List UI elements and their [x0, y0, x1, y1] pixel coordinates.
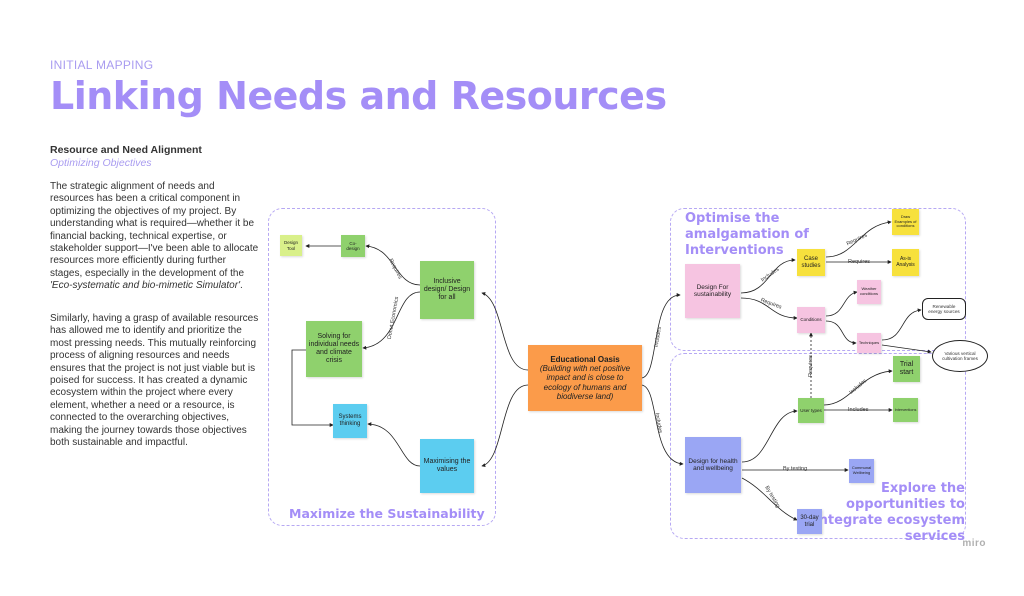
note-inclusive-design[interactable]: Inclusive design/ Design for all	[420, 261, 474, 319]
frame-ecosystem-services[interactable]	[670, 353, 966, 539]
intro-paragraph-1: The strategic alignment of needs and res…	[50, 181, 259, 292]
frame-label-left: Maximize the Sustainability	[289, 506, 485, 521]
frame-label-top-right: Optimise the amalgamation of Interventio…	[685, 211, 809, 258]
link-label-by-testing-communal: By testing	[783, 466, 808, 472]
note-design-tool[interactable]: Design Tool	[280, 235, 302, 256]
note-systems-thinking[interactable]: Systems thinking	[333, 404, 367, 438]
note-design-for-health[interactable]: Design for health and wellbeing	[685, 437, 741, 493]
note-user-types[interactable]: User types	[798, 398, 824, 423]
note-maximising-values[interactable]: Maximising the values	[420, 439, 474, 493]
note-conditions[interactable]: Conditions	[797, 307, 825, 333]
section-subheading: Optimizing Objectives	[50, 157, 152, 169]
link-label-requires-dashed: Requires	[808, 354, 815, 378]
center-note-educational-oasis[interactable]: Educational Oasis (Building with net pos…	[528, 345, 642, 411]
intro-paragraph-2: Similarly, having a grasp of available r…	[50, 313, 259, 449]
link-label-includes-intervention: Includes	[848, 407, 869, 413]
note-trial-start[interactable]: Trial start	[893, 356, 920, 382]
center-note-title: Educational Oasis	[550, 355, 620, 365]
note-interventions[interactable]: Interventions	[893, 398, 918, 422]
note-co-design[interactable]: Co-design	[341, 235, 365, 257]
link-label-requires-asis: Requires	[848, 259, 871, 265]
eyebrow-label: INITIAL MAPPING	[50, 58, 154, 72]
page-title: Linking Needs and Resources	[50, 74, 667, 118]
note-techniques[interactable]: Techniques	[857, 333, 881, 353]
note-draw-examples[interactable]: Draw Examples of conditions	[892, 209, 919, 235]
note-communal-wellbeing[interactable]: Communal Wellbeing	[849, 459, 874, 483]
miro-brand-logo: miro	[962, 538, 986, 549]
simulator-emphasis: 'Eco-systematic and bio-mimetic Simulato…	[50, 280, 240, 292]
note-case-studies[interactable]: Case studies	[797, 249, 825, 276]
note-design-for-sustainability[interactable]: Design For sustainability	[685, 264, 740, 318]
section-heading: Resource and Need Alignment	[50, 144, 202, 156]
note-30-day-trial[interactable]: 30-day trial	[797, 509, 822, 534]
frame-optimise-interventions[interactable]	[670, 208, 966, 351]
frame-maximize-sustainability[interactable]	[268, 208, 496, 526]
box-renewable-energy[interactable]: Renewable energy sources	[922, 298, 966, 320]
oval-vertical-cultivation[interactable]: Various vertical cultivation frames	[932, 340, 988, 372]
note-solving-needs[interactable]: Solving for individual needs and climate…	[306, 321, 362, 377]
note-as-is-analysis[interactable]: As-is Analysis	[892, 249, 919, 276]
center-note-subtitle: (Building with net positive impact and i…	[539, 364, 631, 401]
note-weather-conditions[interactable]: Weather conditions	[857, 280, 881, 304]
frame-label-bottom-right: Explore the opportunities to integrate e…	[814, 481, 965, 544]
